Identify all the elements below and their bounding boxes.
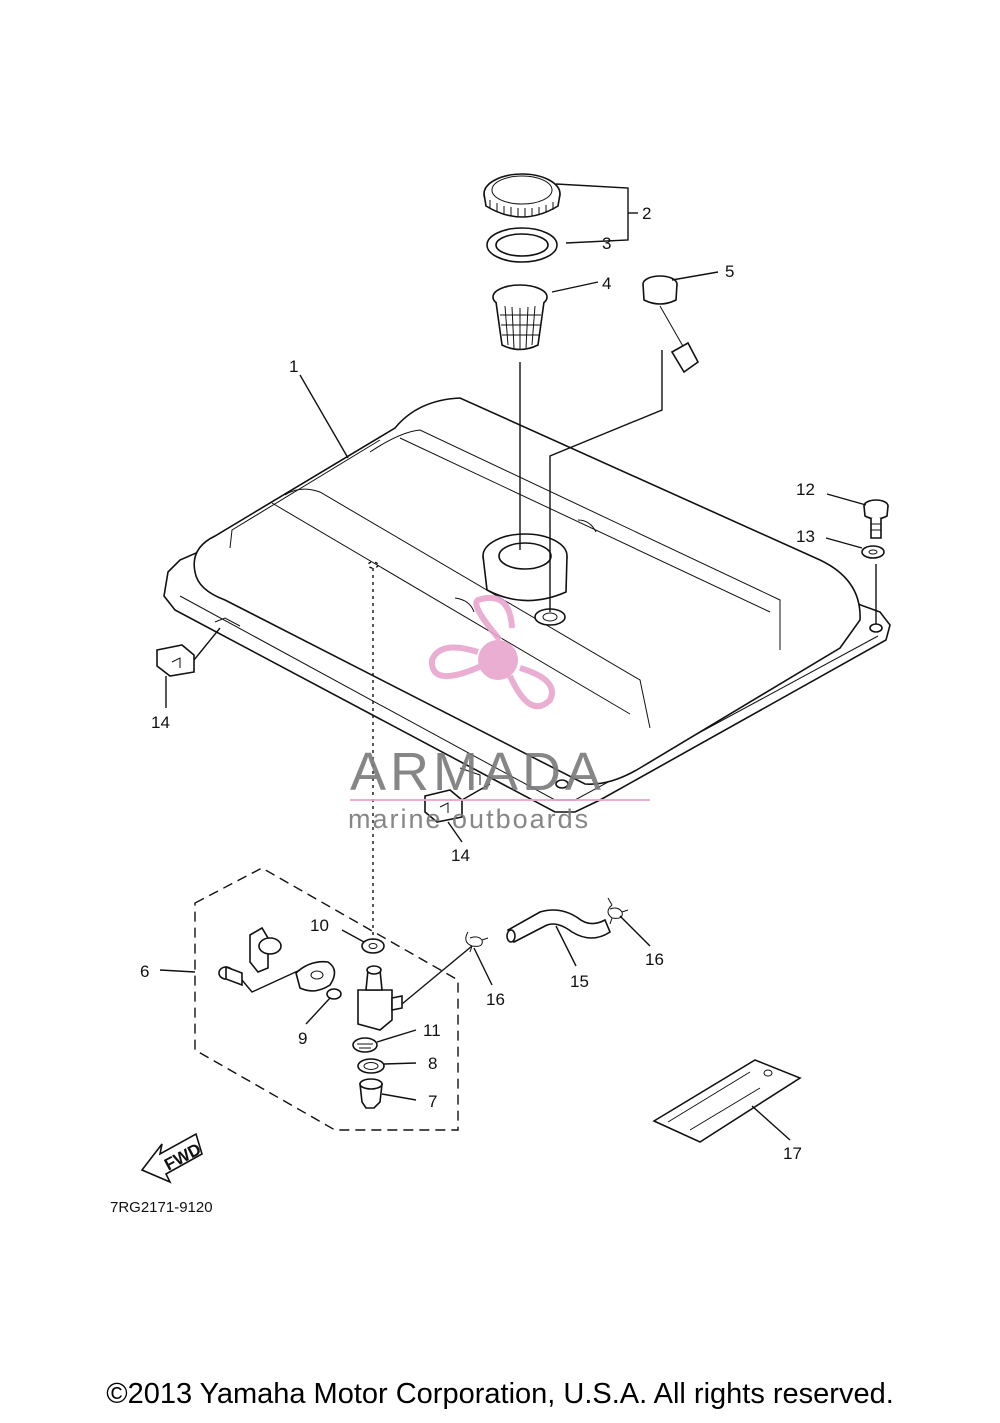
fuel-cap (483, 173, 561, 218)
callout-16-right: 16 (645, 950, 664, 969)
fuel-tank (163, 397, 891, 813)
callout-9: 9 (298, 1029, 307, 1048)
clip-center (424, 789, 463, 823)
callout-14-left: 14 (151, 713, 170, 732)
callout-10: 10 (310, 916, 329, 935)
fuel-gauge (642, 275, 700, 374)
fuel-hose (506, 909, 611, 944)
copyright-notice: ©2013 Yamaha Motor Corporation, U.S.A. A… (106, 1378, 894, 1410)
part-number: 7RG2171-9120 (110, 1199, 213, 1216)
cap-gasket (486, 227, 558, 263)
washer (861, 545, 885, 559)
propeller-logo-icon (428, 595, 555, 710)
callout-numbers: 1 2 3 4 5 6 7 8 9 10 11 12 13 14 14 15 1… (140, 204, 815, 1163)
callout-16-left: 16 (486, 990, 505, 1009)
fuel-cock-assembly (194, 867, 459, 1131)
callout-8: 8 (428, 1054, 437, 1073)
callout-13: 13 (796, 527, 815, 546)
callout-7: 7 (428, 1092, 437, 1111)
fuel-strainer (492, 284, 548, 351)
forward-arrow-icon: FWD (140, 1132, 204, 1184)
callout-6: 6 (140, 962, 149, 981)
callout-17: 17 (783, 1144, 802, 1163)
callout-1: 1 (289, 357, 298, 376)
callout-3: 3 (602, 234, 611, 253)
leader-lines (159, 183, 877, 1141)
watermark-tagline: marine outboards (348, 804, 590, 834)
owners-manual-bag (652, 1059, 802, 1143)
watermark-brand: ARMADA (350, 742, 605, 802)
callout-4: 4 (602, 274, 611, 293)
clip-left (156, 644, 195, 677)
watermark: ARMADA marine outboards (348, 595, 650, 834)
hose-clip-right (607, 897, 629, 925)
bolt (863, 499, 889, 539)
callout-12: 12 (796, 480, 815, 499)
callout-2: 2 (642, 204, 651, 223)
callout-14-center: 14 (451, 846, 470, 865)
callout-15: 15 (570, 972, 589, 991)
callout-5: 5 (725, 262, 734, 281)
callout-11: 11 (423, 1021, 441, 1040)
